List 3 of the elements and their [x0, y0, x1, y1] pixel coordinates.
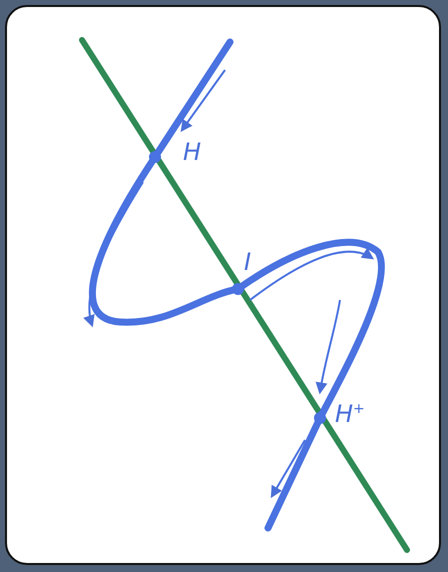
point-label: H$^{+}$ — [335, 402, 365, 426]
point-label: I — [244, 250, 252, 274]
point-label: H — [183, 140, 202, 164]
